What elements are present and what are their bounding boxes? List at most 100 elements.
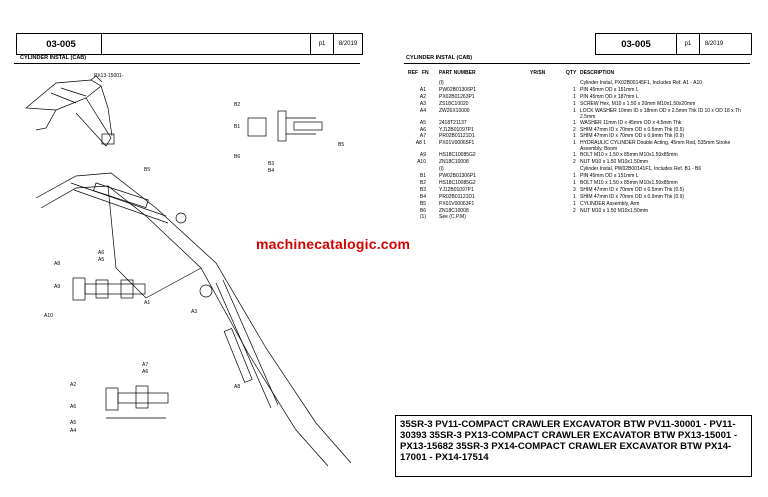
left-page: 03-005 p1 8/2019 CYLINDER INSTAL (CAB) bbox=[0, 0, 378, 497]
svg-text:B5: B5 bbox=[338, 142, 344, 148]
svg-text:A6: A6 bbox=[98, 250, 104, 256]
page-code: 03-005 bbox=[596, 34, 677, 54]
title-rule bbox=[404, 63, 750, 64]
svg-text:B6: B6 bbox=[234, 154, 240, 160]
description-cell: BOLT M10 x 1.50 x 85mm M10x1.50x85mm bbox=[580, 152, 678, 159]
svg-text:B4: B4 bbox=[268, 168, 274, 174]
pin-assembly-a-upper bbox=[72, 277, 146, 301]
svg-text:B3: B3 bbox=[268, 161, 274, 167]
model-footer-text: 35SR-3 PV11-COMPACT CRAWLER EXCAVATOR BT… bbox=[400, 419, 738, 463]
qty-cell: 1 bbox=[573, 179, 576, 186]
qty-cell: 3 bbox=[573, 186, 576, 193]
ref-cell: A4 bbox=[419, 107, 426, 114]
qty-cell: 1 bbox=[573, 200, 576, 207]
header-spacer bbox=[102, 34, 311, 54]
svg-text:A10: A10 bbox=[44, 313, 53, 319]
section-title: CYLINDER INSTAL (CAB) bbox=[406, 55, 473, 61]
ref-cell: B2 bbox=[419, 179, 426, 186]
col-fn: FN bbox=[422, 70, 429, 76]
col-yrsn: YR/SN bbox=[530, 70, 546, 76]
ref-cell: B1 bbox=[419, 173, 426, 179]
svg-text:A6: A6 bbox=[70, 404, 76, 410]
part-number-cell: YJ12B01097P1 bbox=[439, 186, 474, 193]
boom-cylinder-drawing bbox=[215, 282, 272, 409]
qty-cell: 1 bbox=[573, 152, 576, 159]
page-date: 8/2019 bbox=[338, 41, 358, 47]
description-cell: HYDRAULIC CYLINDER Double Acting, 45mm R… bbox=[580, 140, 731, 153]
svg-text:A7: A7 bbox=[142, 362, 148, 368]
ref-cell: A1 bbox=[419, 86, 426, 93]
page-date: 8/2019 bbox=[704, 41, 724, 47]
description-cell: SHIM 47mm ID x 70mm OD x 0.5mm Thk (0.5) bbox=[580, 186, 685, 193]
part-number-cell: ZW26X10000 bbox=[439, 107, 470, 114]
svg-text:A9: A9 bbox=[54, 284, 60, 290]
diagram-labels: PX13-15001- B2 B1 B6 B3 B4 B5 B5 A6 A5 A… bbox=[44, 73, 344, 434]
description-cell: SHIM 47mm ID x 70mm OD x 0.9mm Thk (0.9) bbox=[580, 193, 685, 200]
qty-cell: 1 bbox=[573, 140, 576, 147]
ref-cell: B4 bbox=[419, 193, 426, 200]
description-cell: PIN 45mm OD x 151mm L bbox=[580, 86, 639, 93]
page-number: p1 bbox=[311, 34, 334, 54]
part-number-cell: PX02B01263P1 bbox=[439, 93, 475, 100]
left-header: 03-005 p1 8/2019 bbox=[16, 33, 363, 55]
description-cell: NUT M10 x 1.50 M10x1.50mm bbox=[580, 207, 648, 214]
section-title: CYLINDER INSTAL (CAB) bbox=[20, 55, 87, 61]
qty-cell: 2 bbox=[573, 126, 576, 133]
qty-cell: 1 bbox=[573, 86, 576, 93]
description-cell: NUT M10 x 1.50 M10x1.50mm bbox=[580, 159, 648, 166]
svg-text:B5: B5 bbox=[144, 167, 150, 173]
qty-cell: 1 bbox=[573, 193, 576, 200]
qty-cell: 1 bbox=[573, 100, 576, 107]
right-header: 03-005 p1 8/2019 bbox=[595, 33, 752, 55]
part-number-cell: YJ12B01097P1 bbox=[439, 126, 474, 133]
svg-text:A4: A4 bbox=[70, 428, 76, 434]
pin-assembly-b bbox=[247, 110, 323, 142]
ref-cell: B5 bbox=[419, 200, 426, 207]
qty-cell: 1 bbox=[573, 107, 576, 114]
part-number-cell: PW02B01306P1 bbox=[439, 86, 476, 93]
description-cell: PIN 45mm OD x 187mm L bbox=[580, 93, 639, 100]
qty-cell: 1 bbox=[573, 119, 576, 126]
model-footer: 35SR-3 PV11-COMPACT CRAWLER EXCAVATOR BT… bbox=[395, 415, 752, 477]
col-ref: REF bbox=[408, 70, 418, 76]
ref-cell: A9 bbox=[419, 152, 426, 159]
ref-cell: A5 bbox=[419, 119, 426, 126]
part-number-cell: See (C.P.M) bbox=[439, 214, 466, 221]
ref-cell: A3 bbox=[419, 100, 426, 107]
svg-text:A8: A8 bbox=[234, 384, 240, 390]
part-number-cell: (I) bbox=[439, 166, 444, 173]
svg-text:A5: A5 bbox=[70, 420, 76, 426]
qty-cell: 1 bbox=[573, 93, 576, 100]
watermark: machinecatalogic.com bbox=[256, 236, 411, 252]
description-cell: LOCK WASHER 10mm ID x 18mm OD x 2.5mm Th… bbox=[580, 107, 741, 120]
model-label: PX13-15001- bbox=[94, 73, 124, 79]
svg-text:A8: A8 bbox=[54, 261, 60, 267]
svg-text:A1: A1 bbox=[144, 300, 150, 306]
description-cell: WASHER 11mm ID x 45mm OD x 4.5mm Thk bbox=[580, 119, 682, 126]
excavator-inset-drawing bbox=[25, 75, 115, 147]
part-number-cell: PW02B01306P1 bbox=[439, 173, 476, 179]
arm-cylinder-drawing bbox=[70, 182, 167, 217]
page-gutter bbox=[378, 0, 390, 497]
part-number-cell: HS18C10085G2 bbox=[439, 152, 476, 159]
boom-drawing bbox=[35, 172, 352, 464]
title-rule bbox=[14, 63, 360, 64]
description-cell: BOLT M10 x 1.50 x 85mm M10x1.50x85mm bbox=[580, 179, 678, 186]
ref-cell: A7 bbox=[419, 133, 426, 140]
ref-cell: B3 bbox=[419, 186, 426, 193]
svg-text:A2: A2 bbox=[70, 382, 76, 388]
part-number-cell: HS18C10085G2 bbox=[439, 179, 476, 186]
svg-text:A3: A3 bbox=[191, 309, 197, 315]
description-cell: CYLINDER Assembly, Arm bbox=[580, 200, 640, 207]
ref-cell: (1) bbox=[419, 214, 426, 221]
description-cell: SCREW Hex, M10 x 1.50 x 20mm M10x1.50x20… bbox=[580, 100, 696, 107]
svg-text:A5: A5 bbox=[98, 257, 104, 263]
svg-text:B1: B1 bbox=[234, 124, 240, 130]
qty-cell: 1 bbox=[573, 173, 576, 179]
part-number-cell: ZN18C10008 bbox=[439, 159, 469, 166]
ref-cell: B6 bbox=[419, 207, 426, 214]
part-number-cell: PR02B01121D1 bbox=[439, 133, 475, 140]
pin-assembly-a-lower bbox=[105, 385, 169, 419]
cylinder-diagram: PX13-15001- B2 B1 B6 B3 B4 B5 B5 A6 A5 A… bbox=[25, 73, 352, 467]
col-part: PART NUMBER bbox=[439, 70, 476, 76]
